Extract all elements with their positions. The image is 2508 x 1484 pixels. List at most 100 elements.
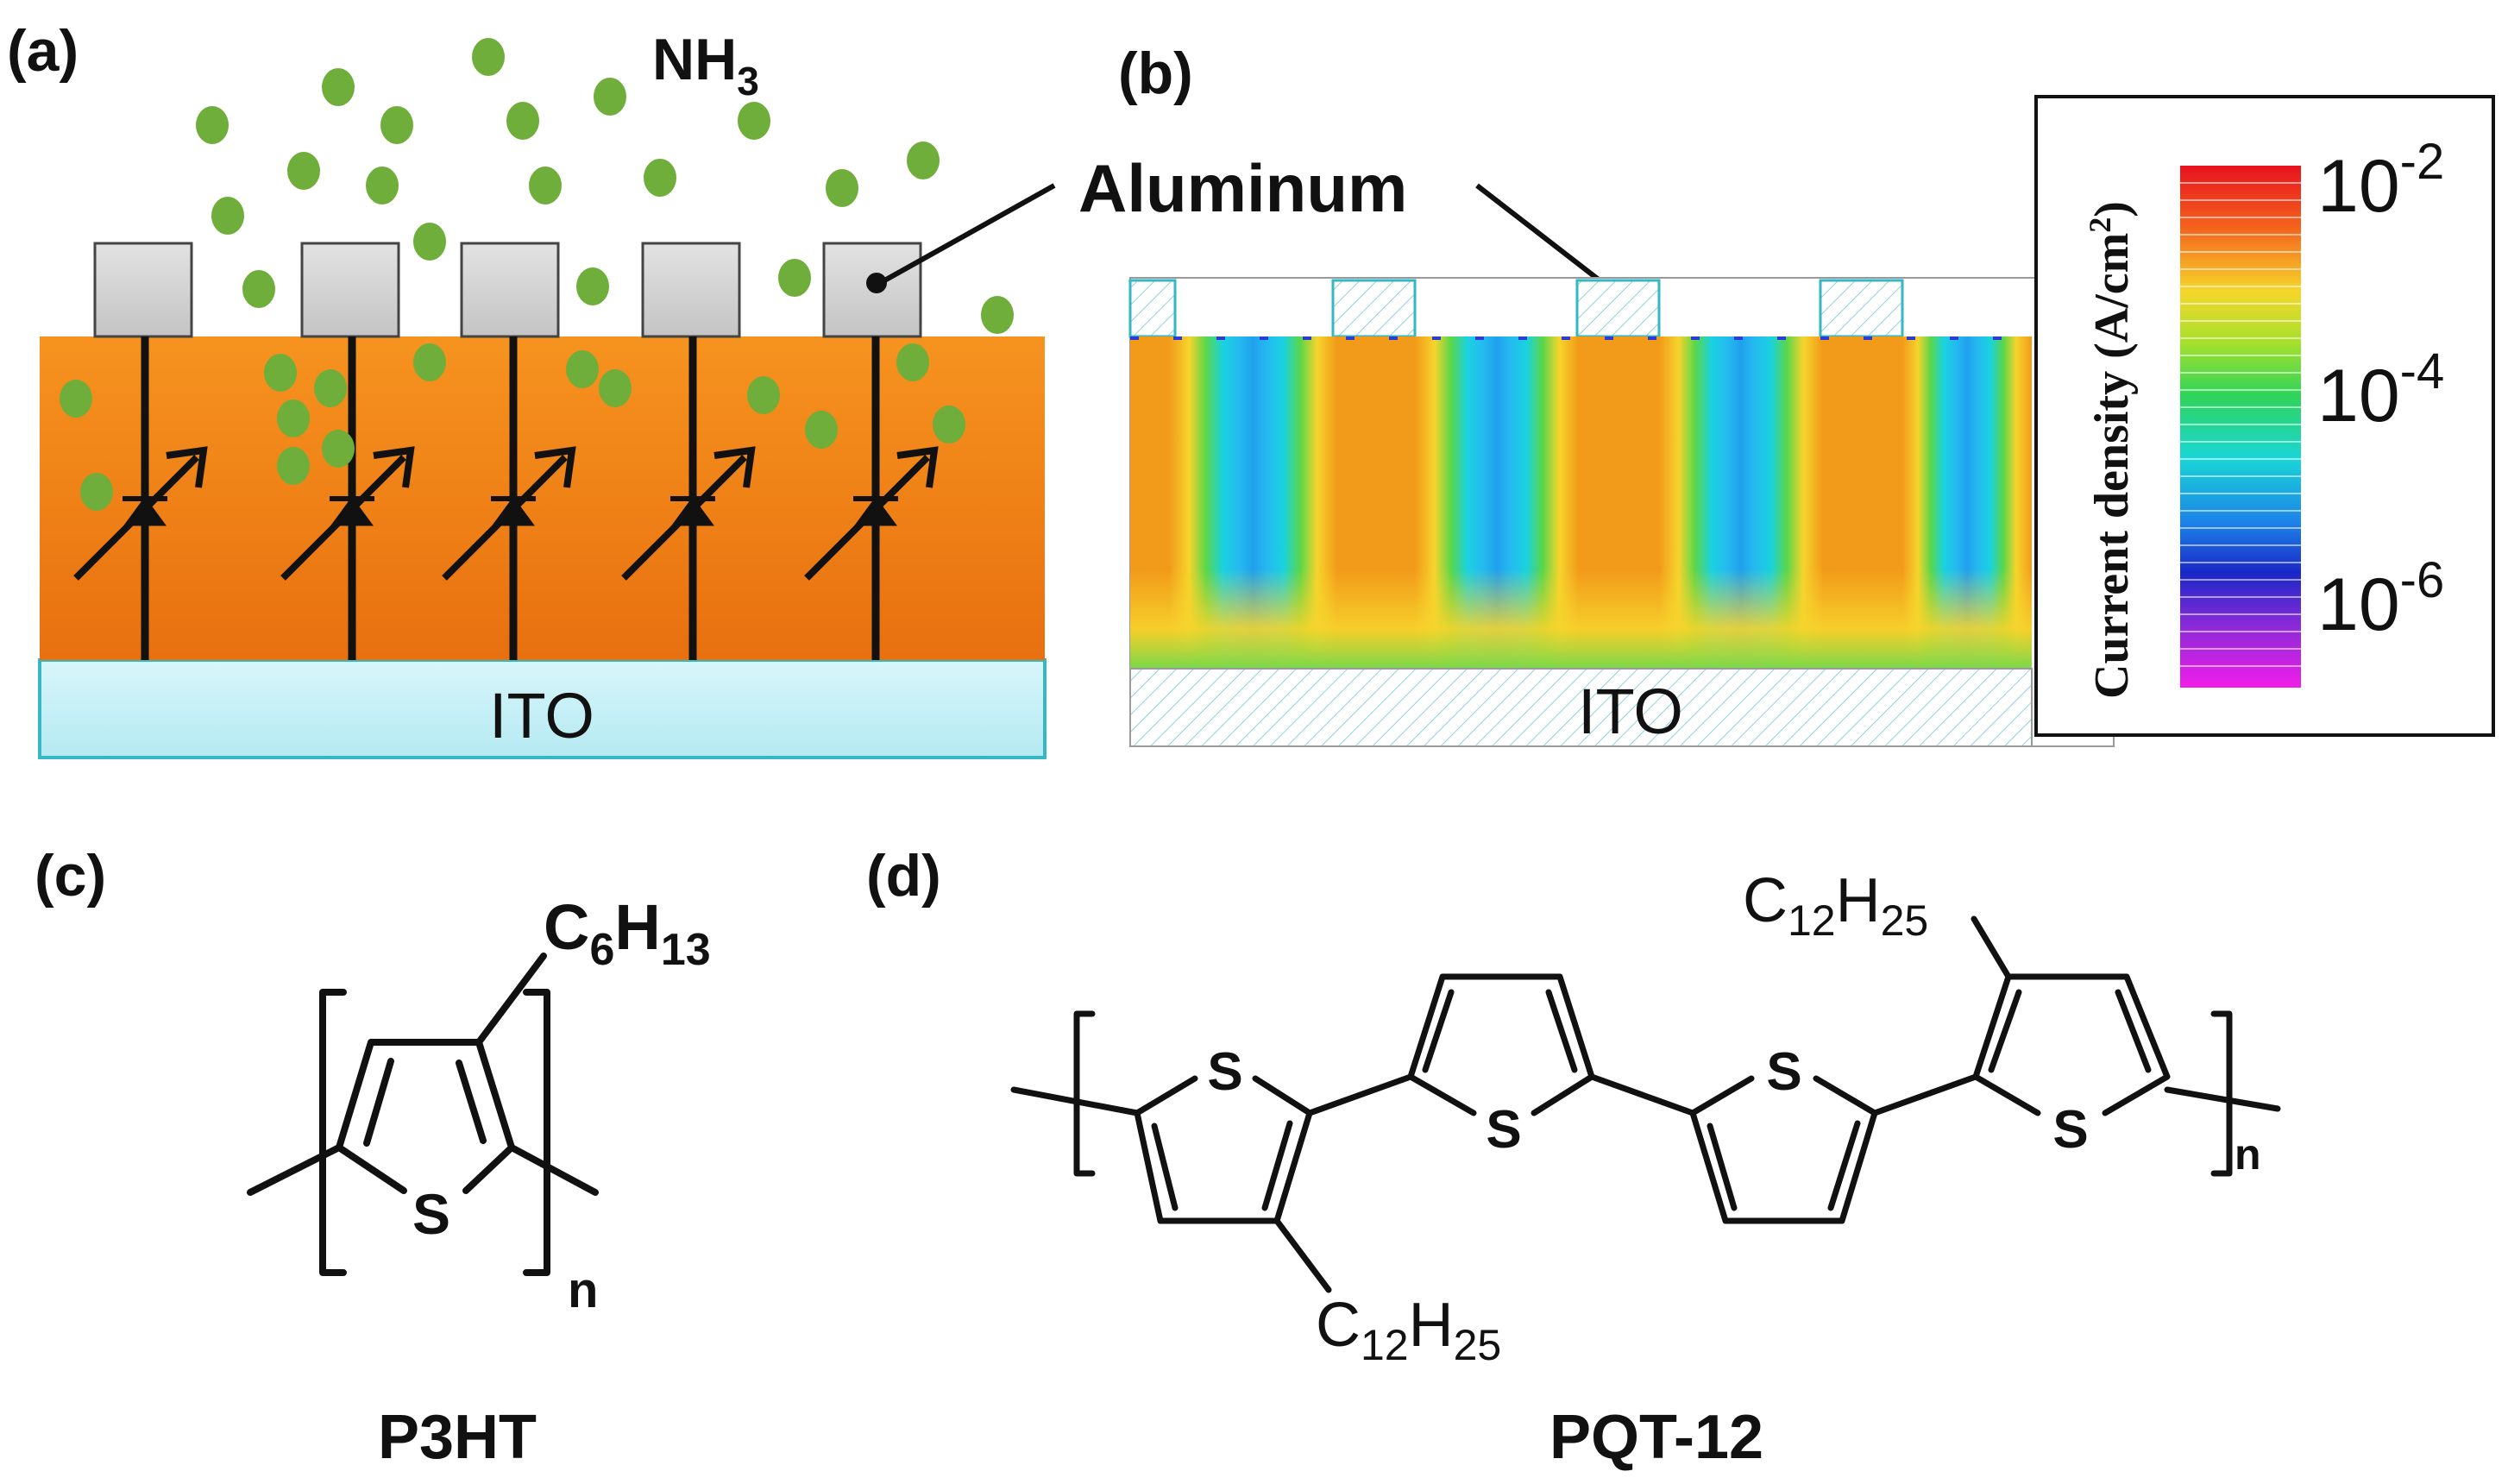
p3ht-side-chain: C6H13 [544,891,711,975]
variable-diode [73,336,208,660]
right-bracket [2210,1010,2233,1177]
tick-exp: -6 [2400,552,2445,608]
pqt12-side-chain-top: C12H25 [1743,866,1928,945]
nh3-molecule [380,106,413,144]
nh3-molecule [566,350,599,388]
colorbar-title-end: ) [2085,201,2139,217]
panel-a-label: (a) [7,18,79,84]
left-bracket [319,989,347,1276]
sulfur-atom: S [1207,1042,1242,1102]
callout-dot-a [866,273,887,293]
tick-base: 10 [2317,145,2400,228]
nh3-molecule [277,447,310,485]
panel-c-label: (c) [35,843,106,909]
nh3-molecule [907,141,940,179]
colorbar-title-sup: 2 [2083,217,2117,233]
panel-d: (d) S [866,843,2281,1472]
side-chain-bond [1971,915,2012,980]
nh3-molecule [264,354,297,392]
nh3-molecule [277,399,310,437]
electrode [1331,279,1417,338]
nh3-molecule [594,78,626,116]
double-bond [1422,989,1578,1073]
nh3-molecule [529,167,562,204]
backbone-bond-right [508,1144,599,1196]
repeat-unit-n: n [568,1262,598,1318]
electrode [1819,279,1904,338]
variable-diode [442,336,576,660]
sulfur-atom: S [1486,1100,1521,1160]
pqt12-name: PQT-12 [1549,1403,1763,1472]
panel-d-label: (d) [866,843,941,909]
panel-b-label: (b) [1118,41,1193,106]
nh3-molecule [576,267,609,305]
nh3-molecule [599,369,632,407]
left-bracket [1073,1010,1096,1177]
colorbar-title: Current density (A/cm2) [2083,201,2139,699]
current-density-field [1130,336,2032,669]
tick-exp: -2 [2400,134,2445,190]
side-chain-bond [475,953,547,1046]
nh3-molecule [981,296,1014,334]
electrode [1575,279,1661,338]
nh3-molecule [322,430,355,468]
sulfur-atom: S [412,1182,450,1246]
thiophene-ring [336,1039,515,1194]
colorbar-tick: 10-4 [2317,343,2444,437]
nh3-molecule [826,169,858,207]
colorbar-tick: 10-2 [2317,134,2444,228]
tick-base: 10 [2317,563,2400,646]
repeat-unit-n: n [2235,1130,2261,1179]
double-bond [1988,989,2152,1073]
tick-base: 10 [2317,355,2400,437]
backbone-bond-left [1010,1086,1141,1116]
inter-ring-bond [1306,1073,1414,1116]
electrode [1128,279,1177,338]
variable-diode [804,336,939,660]
ito-region-b [1129,668,2033,747]
thiophene-ring [1972,973,2171,1116]
aluminum-label: Aluminum [1078,150,1407,226]
nh3-molecule [287,152,320,190]
tick-exp: -4 [2400,343,2445,399]
electrode [460,242,560,338]
ito-label-b: ITO [1578,676,1683,747]
thiophene-ring [1407,973,1595,1116]
colorbar-scale [2180,166,2301,688]
nh3-molecule [80,473,113,511]
colorbar-tick: 10-6 [2317,552,2444,646]
nh3-molecule [413,223,446,261]
panel-c: (c) S n C6H13 P3HT [35,843,711,1472]
p3ht-structure [247,953,599,1276]
double-bond [363,1058,487,1147]
gas-label-main: NH [652,27,737,92]
colorbar-title-main: Current density (A/cm [2085,233,2139,699]
panel-a: (a) NH3 ITO [7,18,1047,759]
nh3-molecule [196,106,229,144]
nh3-molecule [314,369,347,407]
electrode [93,242,193,338]
nh3-molecule [933,406,965,443]
sulfur-atom: S [2052,1100,2088,1160]
variable-diode [280,336,415,660]
nh3-molecules [60,38,1014,511]
nh3-molecule [413,343,446,381]
ito-substrate [38,658,1047,759]
double-bond [1707,1120,1861,1211]
pqt12-side-chain-bottom: C12H25 [1316,1291,1501,1369]
inter-ring-bond [1588,1073,1696,1116]
nh3-molecule [896,343,929,381]
variable-diode [621,336,756,660]
electrode [300,242,400,338]
nh3-molecule [366,167,399,204]
side-chain-bond [1273,1217,1332,1293]
ito-label-a: ITO [489,680,594,751]
backbone-bond-right [2164,1086,2281,1112]
p3ht-name: P3HT [378,1403,537,1472]
electrode [641,242,741,338]
nh3-molecule [242,270,275,308]
nh3-molecule [211,197,244,235]
diode-symbols [73,336,939,660]
nh3-molecule [506,102,539,140]
panel-b: (b) ITO [1118,41,2495,747]
